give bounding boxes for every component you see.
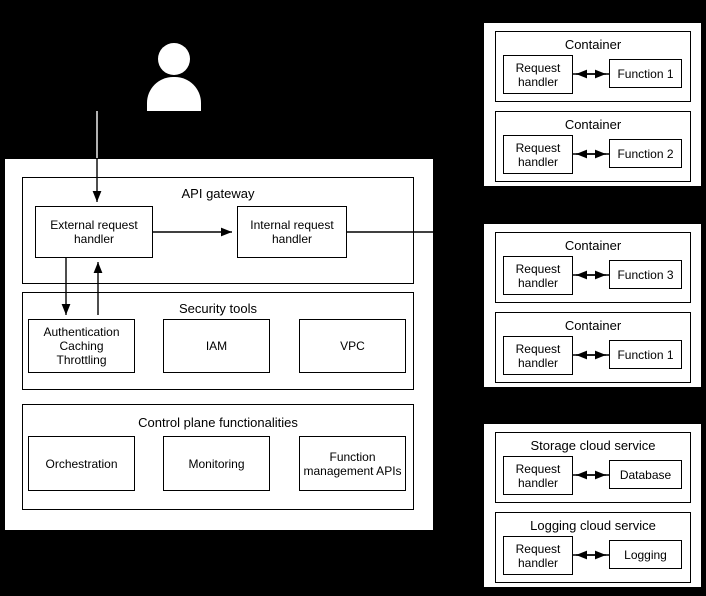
monitoring-box[interactable]: Monitoring [163, 436, 270, 491]
container-3-title: Container [564, 238, 622, 253]
internal-request-handler-box[interactable]: Internal request handler [237, 206, 347, 258]
container-3-function-label: Function 3 [617, 267, 674, 282]
container-2-function-label: Function 2 [617, 146, 674, 161]
container-1-request-handler-label: Request handler [515, 60, 561, 89]
container-1-function[interactable]: Function 1 [609, 59, 682, 88]
person-body [147, 77, 201, 111]
container-3-function[interactable]: Function 3 [609, 260, 682, 289]
container-4-function-label: Function 1 [617, 347, 674, 362]
container-4-title: Container [564, 318, 622, 333]
authentication-caching-throttling-label: Authentication Caching Throttling [43, 325, 120, 367]
logging-cloud-service-title: Logging cloud service [530, 518, 656, 533]
container-1-function-label: Function 1 [617, 66, 674, 81]
internal-request-handler-label: Internal request handler [250, 218, 334, 246]
monitoring-label: Monitoring [188, 456, 245, 471]
storage-cloud-service-title: Storage cloud service [530, 438, 656, 453]
container-2-title: Container [564, 117, 622, 132]
function-management-apis-label: Function management APIs [303, 449, 402, 478]
orchestration-box[interactable]: Orchestration [28, 436, 135, 491]
container-1-request-handler[interactable]: Request handler [503, 55, 573, 94]
storage-request-handler[interactable]: Request handler [503, 456, 573, 495]
container-4-request-handler-label: Request handler [515, 341, 561, 370]
container-4-function[interactable]: Function 1 [609, 340, 682, 369]
vpc-box[interactable]: VPC [299, 319, 406, 373]
api-gateway-title: API gateway [181, 186, 255, 201]
logging-request-handler[interactable]: Request handler [503, 536, 573, 575]
person-head [158, 43, 190, 75]
container-3-request-handler-label: Request handler [515, 261, 561, 290]
logging-label: Logging [624, 547, 667, 562]
container-4-request-handler[interactable]: Request handler [503, 336, 573, 375]
external-request-handler-box[interactable]: External request handler [35, 206, 153, 258]
container-2-function[interactable]: Function 2 [609, 139, 682, 168]
orchestration-label: Orchestration [45, 456, 118, 471]
logging-request-handler-label: Request handler [515, 541, 561, 570]
external-request-handler-label: External request handler [50, 218, 138, 246]
control-plane-title: Control plane functionalities [138, 415, 298, 430]
person-icon [147, 43, 201, 111]
container-1-title: Container [564, 37, 622, 52]
database-label: Database [619, 467, 672, 482]
iam-box[interactable]: IAM [163, 319, 270, 373]
iam-label: IAM [205, 339, 228, 353]
vpc-label: VPC [340, 339, 365, 353]
container-2-request-handler-label: Request handler [515, 140, 561, 169]
container-2-request-handler[interactable]: Request handler [503, 135, 573, 174]
security-tools-title: Security tools [178, 301, 258, 316]
logging-box[interactable]: Logging [609, 540, 682, 569]
authentication-caching-throttling-box[interactable]: Authentication Caching Throttling [28, 319, 135, 373]
function-management-apis-box[interactable]: Function management APIs [299, 436, 406, 491]
database-box[interactable]: Database [609, 460, 682, 489]
storage-request-handler-label: Request handler [515, 461, 561, 490]
container-3-request-handler[interactable]: Request handler [503, 256, 573, 295]
